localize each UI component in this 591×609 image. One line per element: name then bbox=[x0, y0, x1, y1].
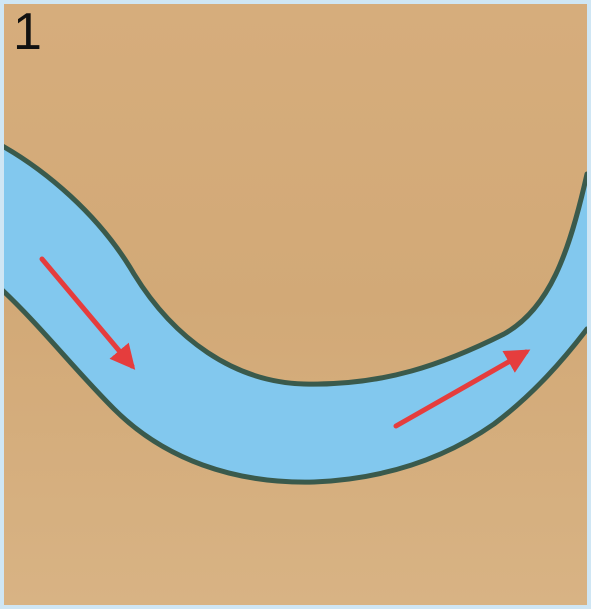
step-number-label: 1 bbox=[13, 6, 42, 58]
diagram-panel: 1 bbox=[4, 4, 587, 605]
meander-illustration bbox=[4, 4, 587, 605]
